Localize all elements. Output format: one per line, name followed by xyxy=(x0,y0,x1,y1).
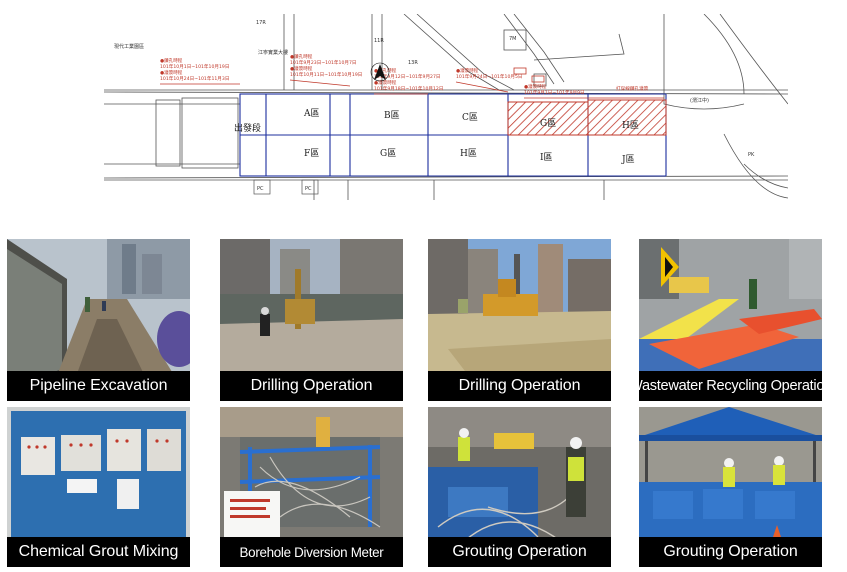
road-label: 17R xyxy=(256,20,266,26)
road-label: 11R xyxy=(374,38,384,44)
svg-text:101年9月23日~101年10月7日: 101年9月23日~101年10月7日 xyxy=(290,59,357,66)
svg-text:●灌漿時程: ●灌漿時程 xyxy=(374,79,397,86)
road-label: 7M xyxy=(509,36,517,42)
photo-caption: Borehole Diversion Meter xyxy=(220,537,403,567)
photo-grouting-operation: Grouting Operation xyxy=(428,407,611,567)
photo-grouting-operation-2: Grouting Operation xyxy=(639,407,822,567)
svg-text:●灌漿時程: ●灌漿時程 xyxy=(456,67,479,74)
svg-text:101年9月12日~101年9月27日: 101年9月12日~101年9月27日 xyxy=(374,73,441,80)
photo-drilling-operation-2: Drilling Operation xyxy=(428,239,611,401)
photo-caption: Grouting Operation xyxy=(639,537,822,567)
marker-icon xyxy=(531,75,545,83)
photo-borehole-diversion-meter: Borehole Diversion Meter xyxy=(220,407,403,567)
marker-icon xyxy=(513,67,527,75)
building-label: 江寧實業大樓 xyxy=(258,49,288,56)
hatched-zone-h xyxy=(587,99,667,136)
photo-caption: Wastewater Recycling Operation xyxy=(639,371,822,401)
street-lines xyxy=(104,14,788,200)
plan-svg: 出發段 A區 B區 C區 G區 H區 F區 G區 H區 I區 J區 PC PC … xyxy=(104,14,788,200)
zone-label: F區 xyxy=(304,148,319,159)
photo-caption: Chemical Grout Mixing xyxy=(7,537,190,567)
svg-text:打穿線鑽孔灌漿: 打穿線鑽孔灌漿 xyxy=(616,85,649,92)
building-label: 現代工業園區 xyxy=(114,43,144,50)
start-section-label: 出發段 xyxy=(234,122,261,134)
parking-label: PC xyxy=(257,186,264,192)
svg-text:●灌漿時程: ●灌漿時程 xyxy=(524,83,547,90)
schedule-notes: ●鑽孔時程 101年10月1日~101年10月19日 ●灌漿時程 101年10月… xyxy=(160,53,649,96)
svg-text:101年10月1日~101年10月19日: 101年10月1日~101年10月19日 xyxy=(160,63,229,70)
svg-text:●灌漿時程: ●灌漿時程 xyxy=(160,69,183,76)
svg-text:101年9月24日~101年10月5日: 101年9月24日~101年10月5日 xyxy=(456,73,523,80)
photo-drilling-operation: Drilling Operation xyxy=(220,239,403,401)
svg-text:101年9月1日~101年9月9日: 101年9月1日~101年9月9日 xyxy=(524,89,585,96)
zone-label: B區 xyxy=(384,110,400,121)
zone-label: I區 xyxy=(540,152,553,163)
photo-caption: Drilling Operation xyxy=(220,371,403,401)
photo-wastewater-recycling: Wastewater Recycling Operation xyxy=(639,239,822,401)
note-arrows xyxy=(160,79,664,99)
zone-label: H區 xyxy=(622,120,639,131)
svg-text:●鑽孔時程: ●鑽孔時程 xyxy=(374,67,397,74)
svg-text:101年10月11日~101年10月19日: 101年10月11日~101年10月19日 xyxy=(290,71,362,78)
photo-caption: Grouting Operation xyxy=(428,537,611,567)
zone-label: J區 xyxy=(621,154,635,165)
zone-label: A區 xyxy=(303,108,320,119)
svg-text:●鑽孔時程: ●鑽孔時程 xyxy=(160,57,183,64)
svg-text:101年10月24日~101年11月3日: 101年10月24日~101年11月3日 xyxy=(160,75,229,82)
road-label: PK xyxy=(748,152,755,158)
svg-text:●灌漿時程: ●灌漿時程 xyxy=(290,65,313,72)
zone-label: C區 xyxy=(462,112,478,123)
zone-label: G區 xyxy=(540,118,556,129)
construction-plan-drawing: 出發段 A區 B區 C區 G區 H區 F區 G區 H區 I區 J區 PC PC … xyxy=(104,14,788,200)
road-label: 13R xyxy=(408,60,418,66)
road-label: (渭江中) xyxy=(690,97,709,104)
photo-caption: Drilling Operation xyxy=(428,371,611,401)
svg-text:●鑽孔時程: ●鑽孔時程 xyxy=(290,53,313,60)
zone-label: H區 xyxy=(460,148,477,159)
zone-label: G區 xyxy=(380,148,396,159)
photo-pipeline-excavation: Pipeline Excavation xyxy=(7,239,190,401)
north-arrow-icon xyxy=(370,62,390,82)
photo-caption: Pipeline Excavation xyxy=(7,371,190,401)
photo-chemical-grout-mixing: Chemical Grout Mixing xyxy=(7,407,190,567)
svg-text:101年9月18日~101年10月12日: 101年9月18日~101年10月12日 xyxy=(374,85,443,92)
parking-label: PC xyxy=(305,186,312,192)
